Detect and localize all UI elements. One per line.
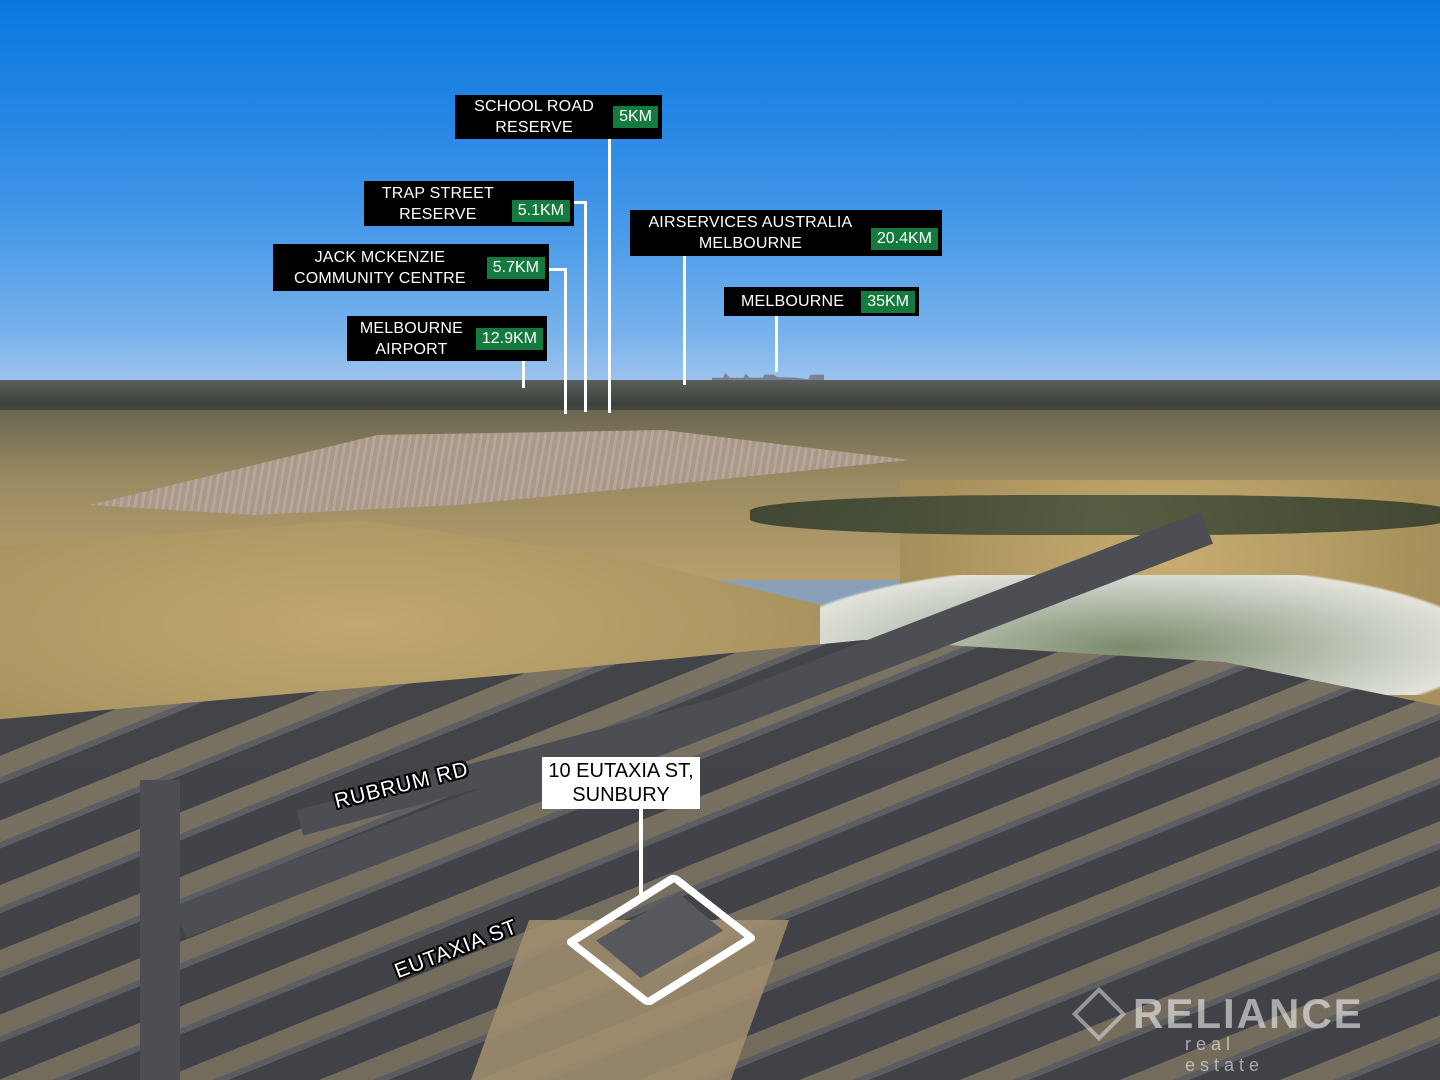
- poi-line2: RESERVE: [495, 119, 573, 136]
- poi-school-road-reserve: SCHOOL ROAD RESERVE 5KM: [455, 95, 662, 139]
- poi-line1: JACK MCKENZIE: [314, 248, 446, 266]
- poi-line2: MELBOURNE: [698, 235, 802, 252]
- poi-trap-street-reserve: TRAP STREET RESERVE 5.1KM: [364, 181, 574, 226]
- watermark-subtitle: real estate: [1185, 1034, 1265, 1075]
- leader-trap-street: [584, 201, 587, 412]
- poi-line2: AIRPORT: [375, 340, 448, 358]
- poi-melbourne-airport: MELBOURNE AIRPORT 12.9KM: [347, 316, 547, 361]
- address-leader-line: [639, 809, 643, 901]
- distance-badge: 5KM: [613, 106, 658, 128]
- poi-line2: RESERVE: [399, 205, 477, 223]
- property-address-label: 10 EUTAXIA ST, SUNBURY: [542, 757, 700, 809]
- poi-jack-mckenzie-community-centre: JACK MCKENZIE COMMUNITY CENTRE 5.7KM: [273, 244, 549, 291]
- address-line1: 10 EUTAXIA ST,: [548, 760, 694, 782]
- poi-line1: AIRSERVICES AUSTRALIA: [648, 214, 853, 231]
- poi-melbourne: MELBOURNE 35KM: [724, 287, 919, 316]
- distance-badge: 5.1KM: [511, 199, 570, 222]
- leader-melbourne: [775, 315, 778, 372]
- poi-line1: MELBOURNE: [741, 293, 845, 310]
- distance-badge: 12.9KM: [475, 327, 543, 350]
- watermark-brand: RELIANCE: [1133, 990, 1364, 1037]
- leader-trap-street-h: [573, 201, 587, 204]
- poi-line1: SCHOOL ROAD: [474, 98, 594, 115]
- distance-badge: 35KM: [861, 290, 915, 313]
- tree-belt: [750, 495, 1440, 535]
- poi-line1: TRAP STREET: [381, 184, 494, 202]
- distance-badge: 20.4KM: [870, 228, 938, 250]
- address-line2: SUNBURY: [572, 784, 670, 806]
- leader-jack-mckenzie-h: [548, 268, 567, 271]
- distance-badge: 5.7KM: [486, 256, 545, 279]
- sky: [0, 0, 1440, 395]
- poi-line2: COMMUNITY CENTRE: [293, 269, 466, 287]
- side-road: [140, 780, 180, 1080]
- leader-jack-mckenzie: [564, 268, 567, 414]
- poi-airservices-australia-melbourne: AIRSERVICES AUSTRALIA MELBOURNE 20.4KM: [630, 210, 942, 256]
- poi-line1: MELBOURNE: [359, 319, 463, 337]
- leader-school-road: [608, 139, 611, 413]
- leader-airservices: [683, 255, 686, 385]
- leader-airport: [522, 360, 525, 388]
